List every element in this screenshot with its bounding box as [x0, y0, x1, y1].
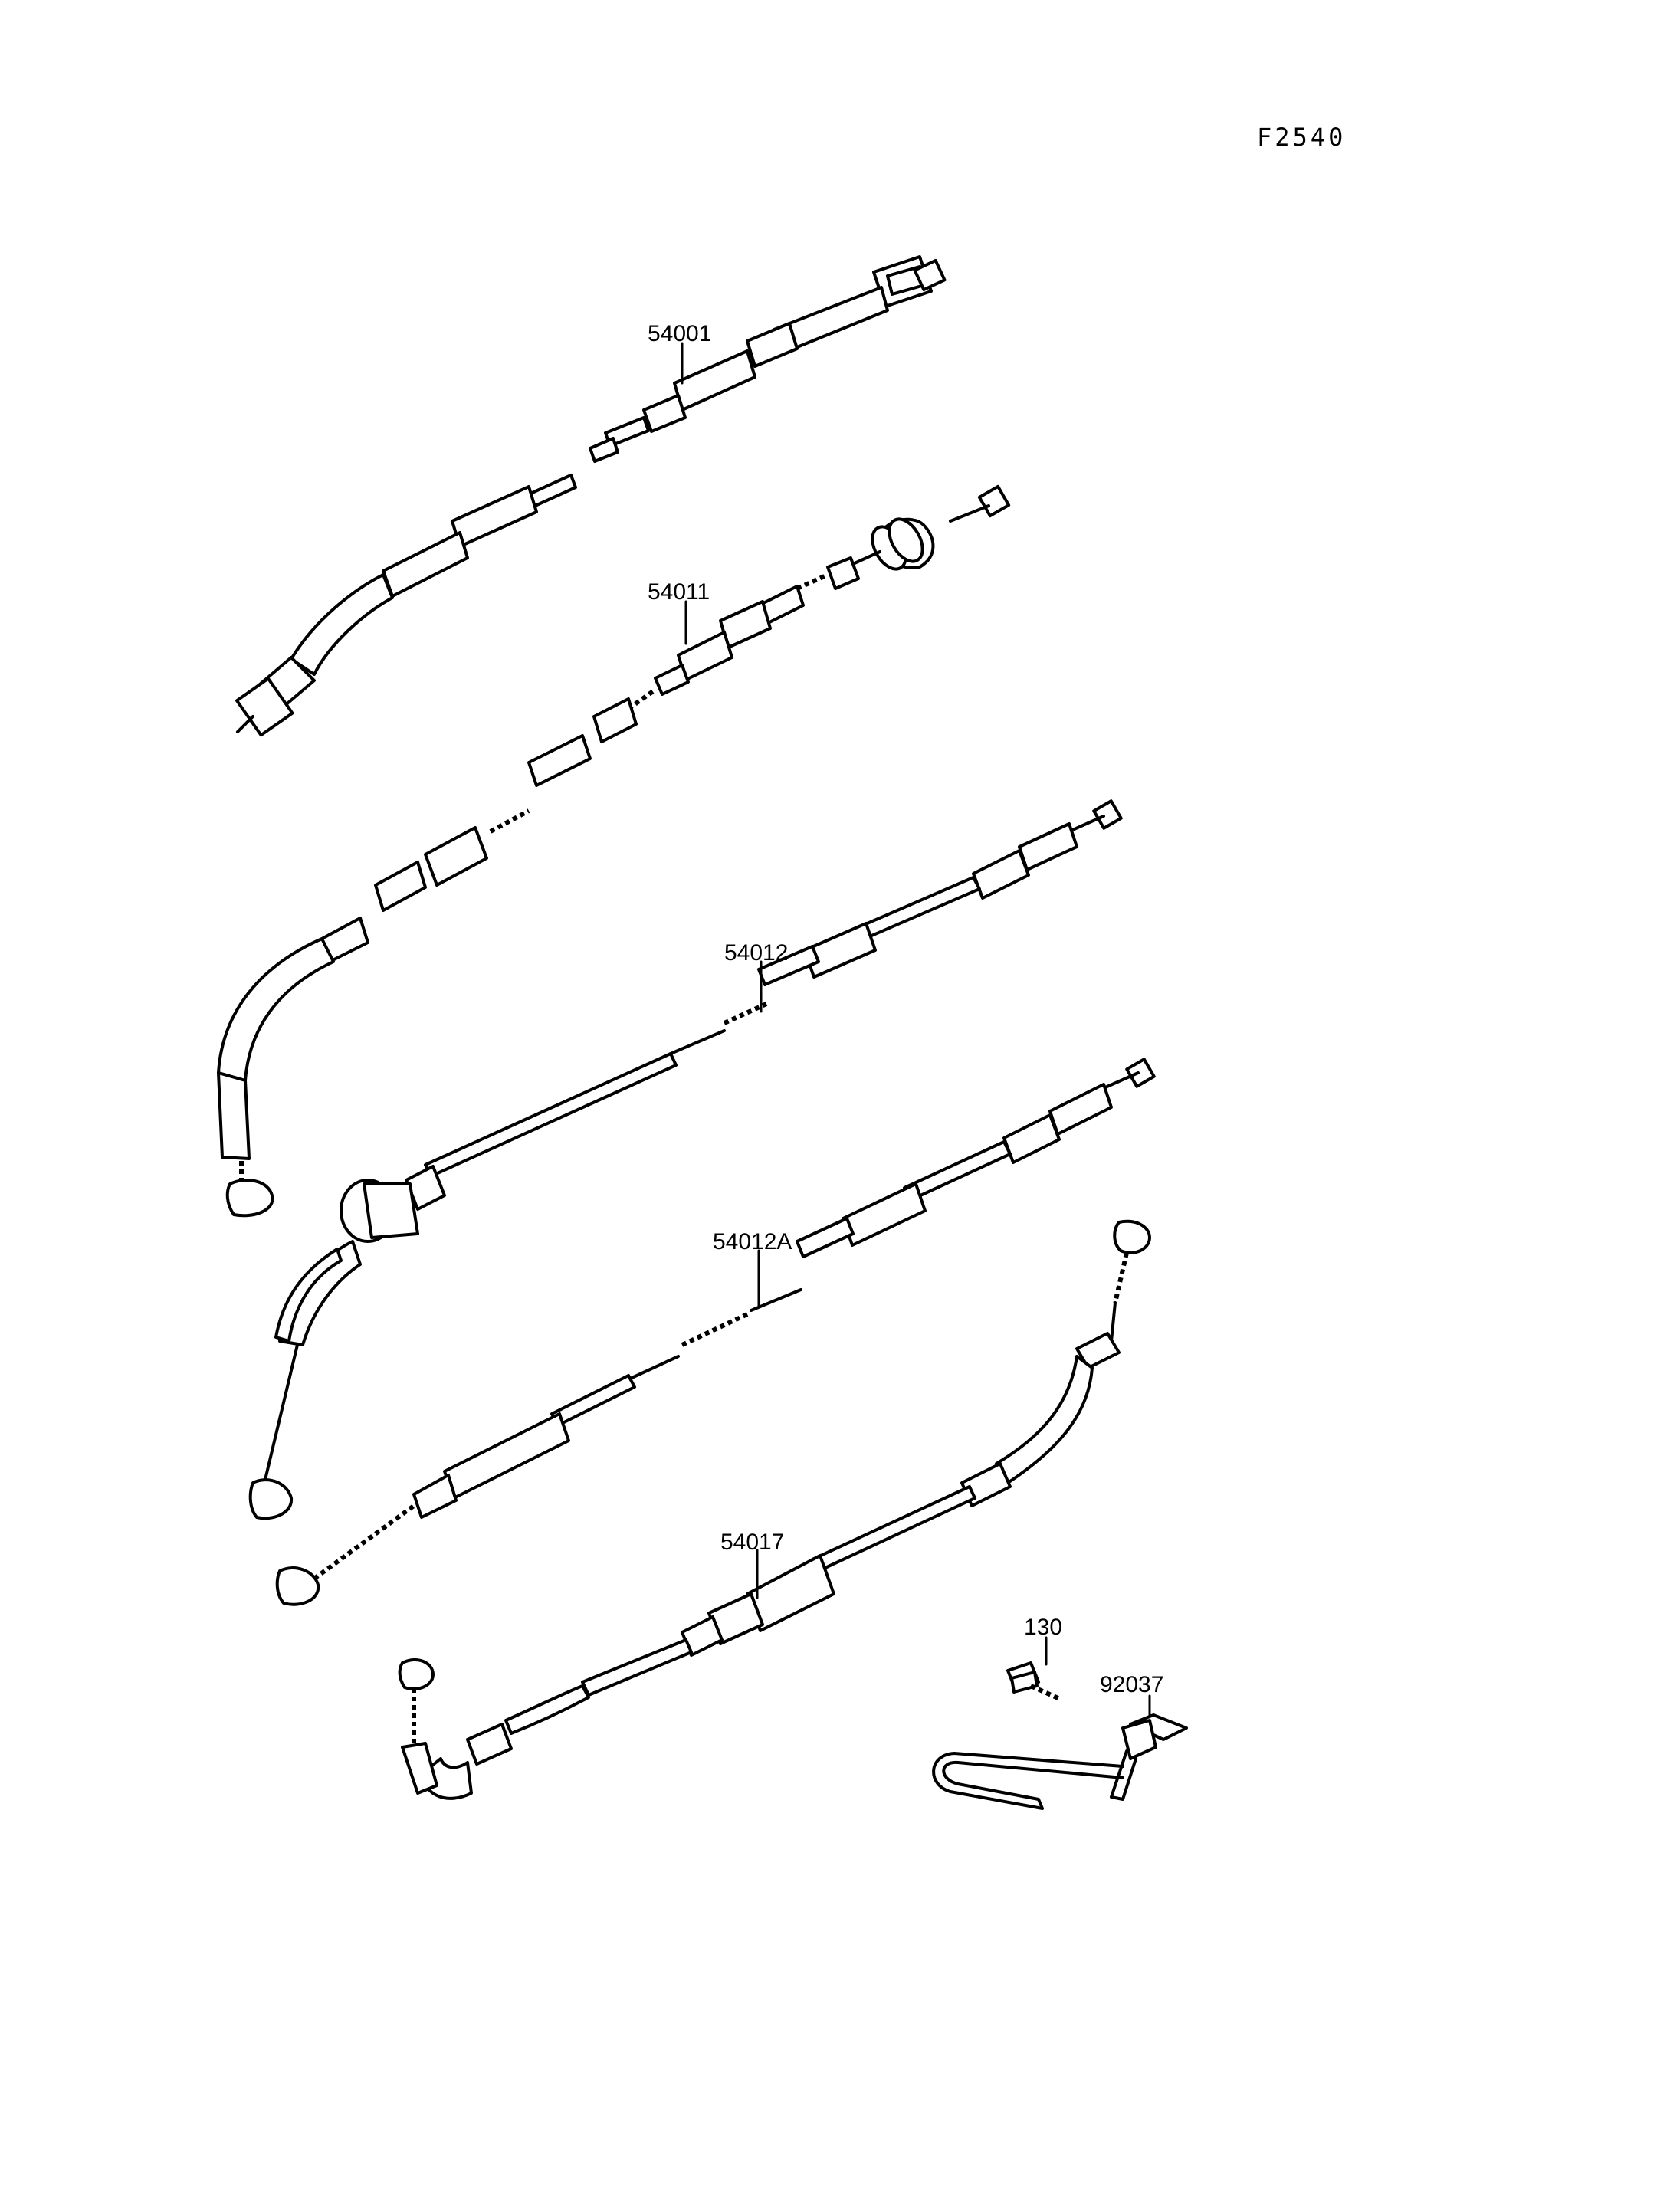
- part-label-130: 130: [1024, 1615, 1062, 1640]
- part-label-54012: 54012: [724, 940, 788, 966]
- cable-54017: [398, 1219, 1151, 1800]
- cable-54012: [248, 799, 1123, 1520]
- part-label-54017: 54017: [720, 1530, 784, 1555]
- cable-54012A: [275, 1058, 1156, 1606]
- part-label-54001: 54001: [648, 321, 711, 346]
- speedometer-cable-54001: [235, 255, 947, 737]
- cable-54011: [217, 484, 1011, 1218]
- part-label-92037: 92037: [1100, 1672, 1163, 1697]
- clamp-92037: [932, 1713, 1188, 1810]
- diagram-code: F2540: [1257, 123, 1346, 152]
- bolt-130: [1006, 1661, 1063, 1702]
- part-label-54012A: 54012A: [713, 1229, 792, 1254]
- part-label-54011: 54011: [648, 579, 710, 605]
